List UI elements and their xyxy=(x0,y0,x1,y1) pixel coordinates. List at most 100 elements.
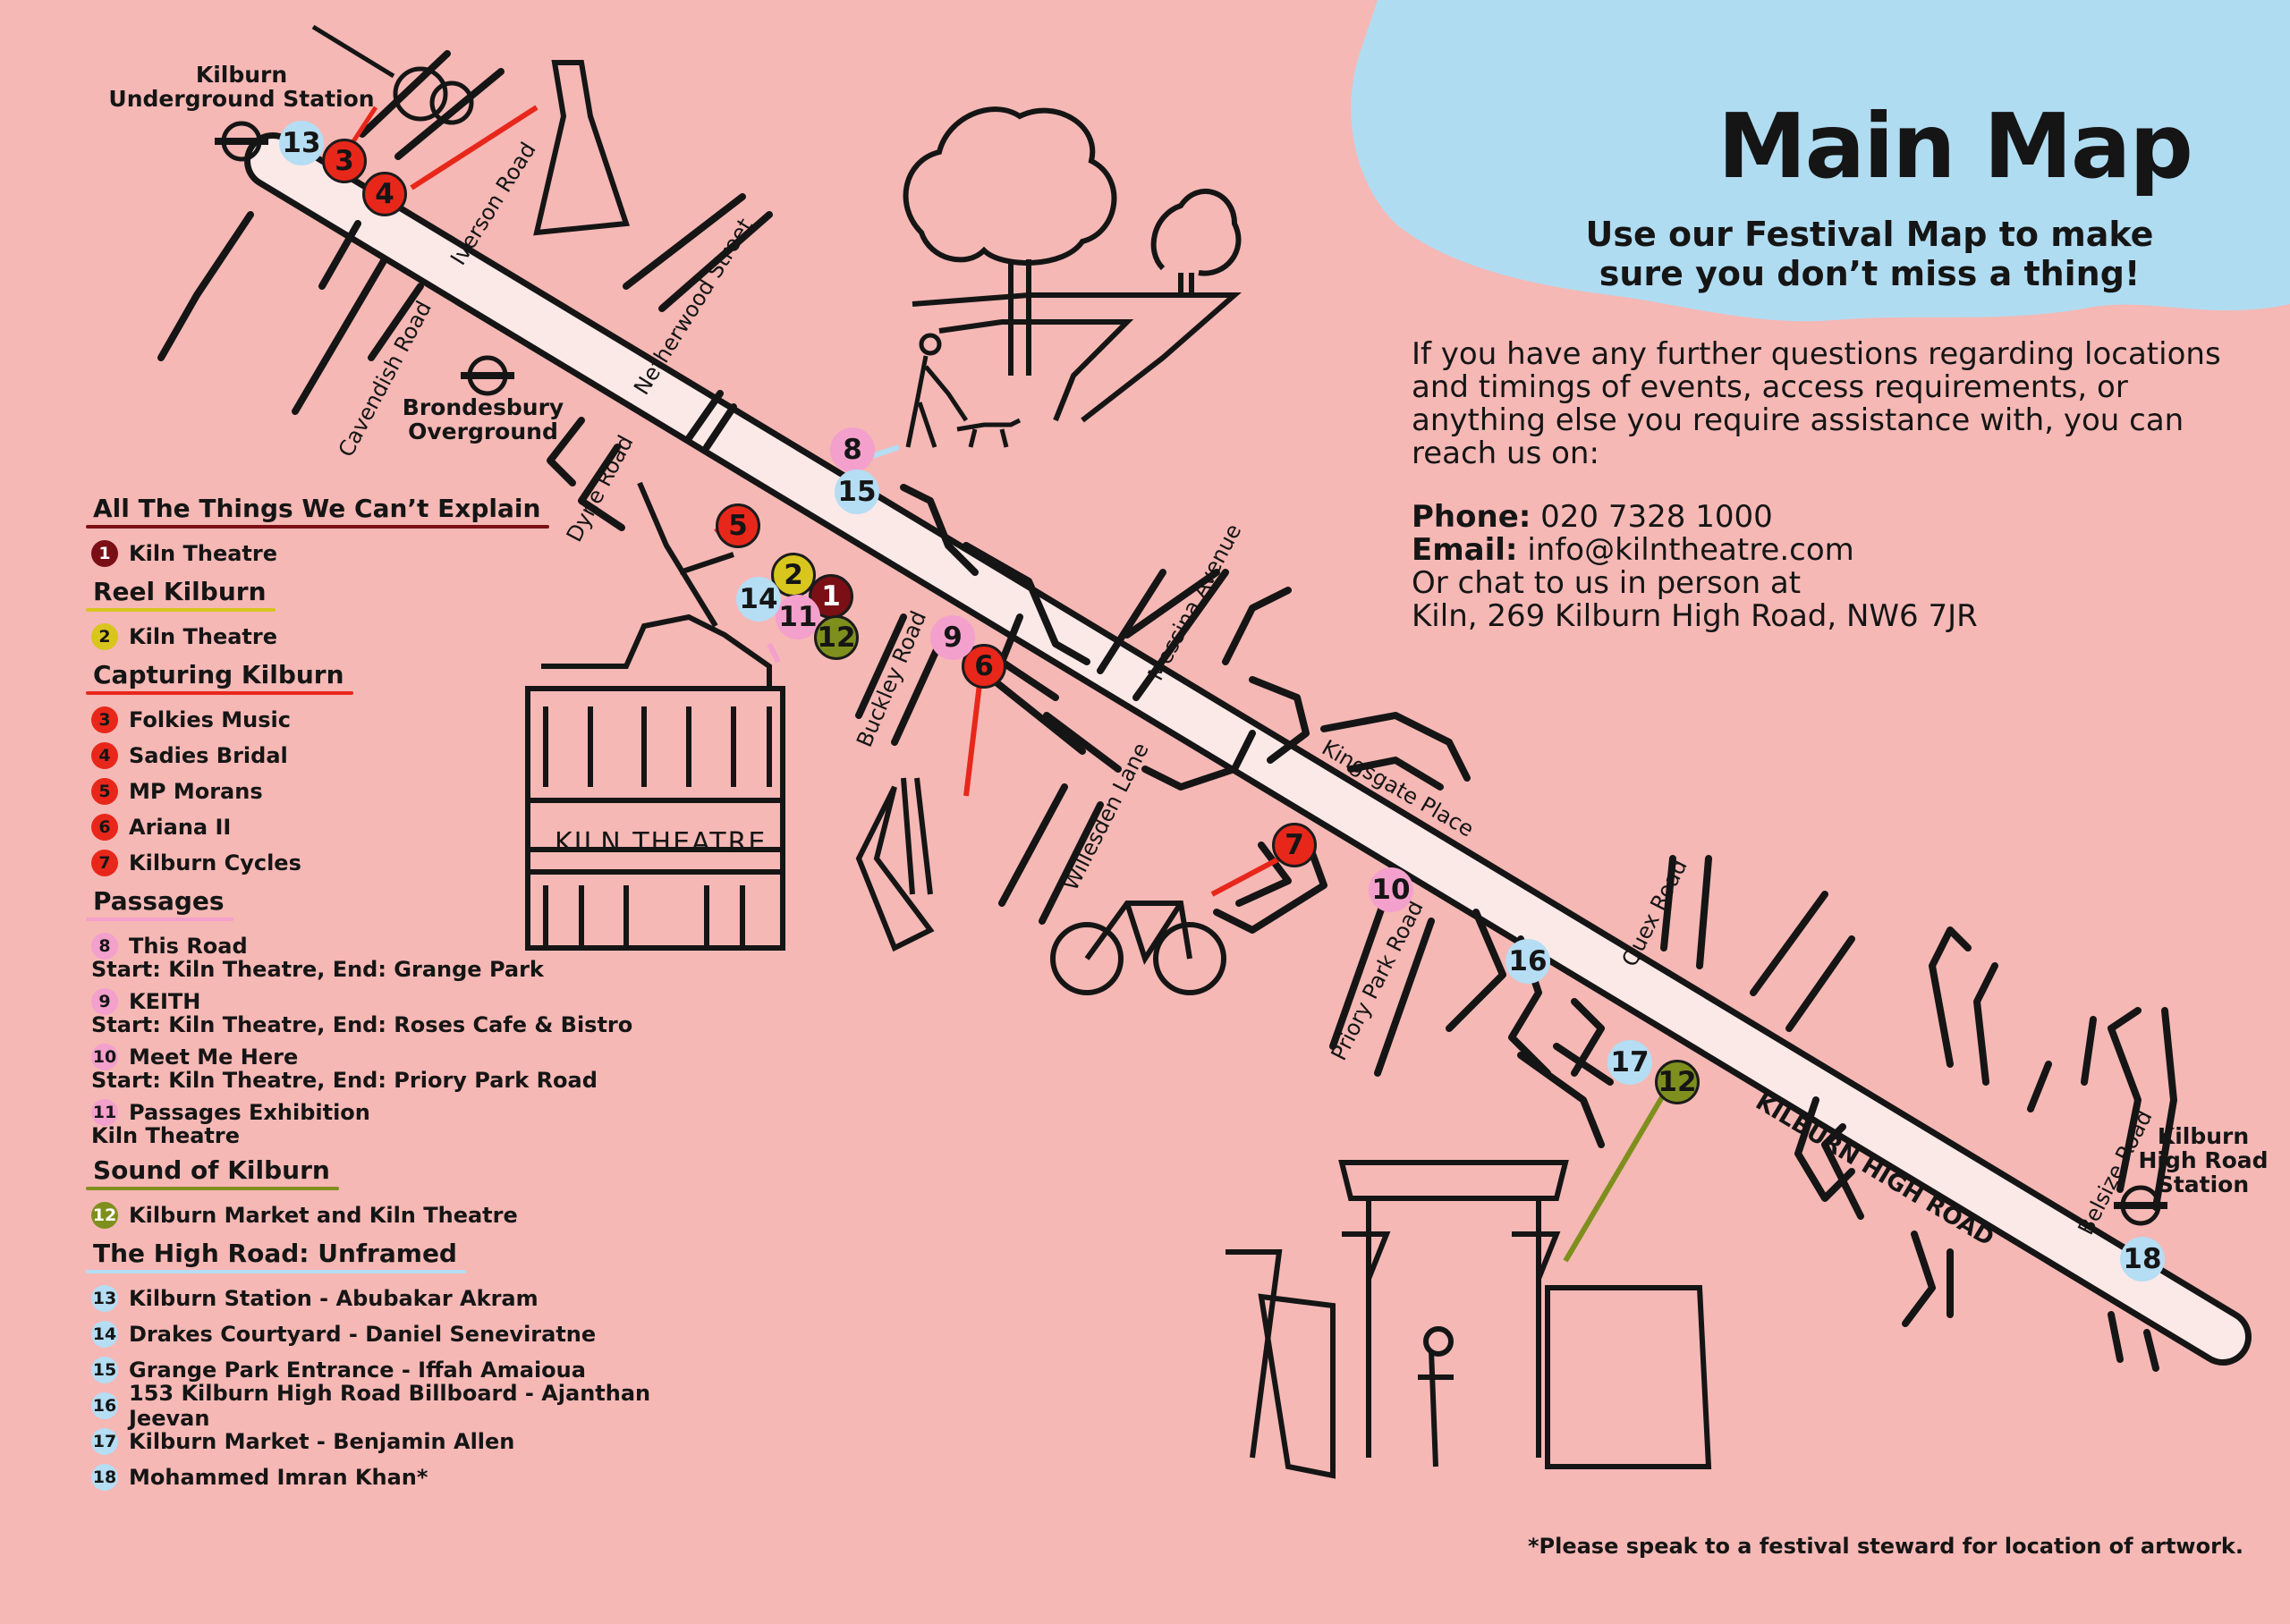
khr-station-label-line-1: Kilburn xyxy=(2157,1123,2250,1149)
map-marker-17[interactable]: 17 xyxy=(1607,1040,1652,1085)
legend-section-title: Passages xyxy=(86,886,233,921)
legend-section-title-text: Sound of Kilburn xyxy=(93,1155,330,1185)
legend-item-number: 1 xyxy=(91,540,118,567)
legend-item[interactable]: 11 Passages Exhibition xyxy=(91,1095,717,1130)
legend-item-label: Kilburn Market - Benjamin Allen xyxy=(129,1429,515,1454)
legend-item-label: Kilburn Market and Kiln Theatre xyxy=(129,1203,518,1228)
email-label: Email: xyxy=(1412,532,1518,568)
legend-item-label: Mohammed Imran Khan* xyxy=(129,1465,428,1490)
water-area xyxy=(1351,0,2290,322)
legend-item-label: KEITH xyxy=(129,989,201,1014)
subtitle-line-2: sure you don’t miss a thing! xyxy=(1599,254,2141,293)
email-address[interactable]: info@kilntheatre.com xyxy=(1527,532,1854,568)
map-marker-2[interactable]: 2 xyxy=(771,553,816,597)
legend-item-label: Folkies Music xyxy=(129,707,291,732)
dress-illustration xyxy=(410,60,631,236)
legend-item-label: Kilburn Cycles xyxy=(129,850,301,875)
legend-item[interactable]: 6 Ariana II xyxy=(91,809,717,845)
legend-item-number: 12 xyxy=(91,1202,118,1229)
map-marker-14[interactable]: 14 xyxy=(736,577,781,622)
kilburn-station-label-line-1: Kilburn xyxy=(195,62,288,88)
map-marker-18[interactable]: 18 xyxy=(2120,1237,2165,1281)
legend-section-title-text: Capturing Kilburn xyxy=(93,660,344,689)
footnote: *Please speak to a festival steward for … xyxy=(1527,1534,2243,1559)
map-marker-15[interactable]: 15 xyxy=(835,469,879,514)
legend-item-label: Passages Exhibition xyxy=(129,1100,370,1125)
legend-section-title: All The Things We Can’t Explain xyxy=(86,494,550,529)
event-legend: All The Things We Can’t Explain 1 Kiln The… xyxy=(86,494,717,1501)
legend-item-number: 5 xyxy=(91,778,118,805)
legend-section-underline xyxy=(86,608,276,612)
khr-station-label-line-2: High Road xyxy=(2138,1147,2269,1173)
legend-item-label: Ariana II xyxy=(129,815,232,840)
legend-section-title-text: The High Road: Unframed xyxy=(93,1239,457,1268)
legend-section-title-text: All The Things We Can’t Explain xyxy=(93,494,541,523)
legend-item-label: Kiln Theatre xyxy=(129,541,278,566)
legend-item-detail: Start: Kiln Theatre, End: Priory Park Ro… xyxy=(91,1068,598,1093)
legend-section-title: Capturing Kilburn xyxy=(86,660,353,695)
map-marker-3[interactable]: 3 xyxy=(322,139,367,183)
kilburn-high-road-station-label: Kilburn High Road Station xyxy=(2136,1124,2270,1197)
legend-item-label: MP Morans xyxy=(129,779,263,804)
legend-section-title-text: Reel Kilburn xyxy=(93,577,267,606)
kilburn-market-gate-illustration xyxy=(1226,1085,1712,1479)
legend-section-title: Sound of Kilburn xyxy=(86,1155,339,1190)
dog-walker-illustration xyxy=(905,333,1022,448)
legend-item[interactable]: 1 Kiln Theatre xyxy=(91,536,717,571)
map-marker-16[interactable]: 16 xyxy=(1505,939,1550,984)
map-marker-8[interactable]: 8 xyxy=(830,427,875,472)
venue-address: Kiln, 269 Kilburn High Road, NW6 7JR xyxy=(1412,598,1978,634)
map-marker-11[interactable]: 11 xyxy=(776,595,820,639)
legend-item-number: 2 xyxy=(91,623,118,650)
legend-item[interactable]: 4 Sadies Bridal xyxy=(91,738,717,774)
legend-item-label: Sadies Bridal xyxy=(129,743,288,768)
brondesbury-station-label: Brondesbury Overground xyxy=(385,395,581,444)
map-marker-12-kiln[interactable]: 12 xyxy=(814,615,859,660)
map-marker-7[interactable]: 7 xyxy=(1272,823,1317,867)
page-subtitle: Use our Festival Map to make sure you do… xyxy=(1556,215,2183,293)
legend-item-number: 4 xyxy=(91,742,118,769)
station-roundels xyxy=(215,121,2167,1226)
kilburn-station-label: Kilburn Underground Station xyxy=(107,63,376,111)
legend-item[interactable]: 5 MP Morans xyxy=(91,774,717,809)
legend-item-label: This Road xyxy=(129,934,248,959)
kilburn-station-label-line-2: Underground Station xyxy=(108,86,375,112)
legend-section-underline xyxy=(86,525,550,529)
legend-item[interactable]: 18 Mohammed Imran Khan* xyxy=(91,1459,717,1495)
map-marker-12-market[interactable]: 12 xyxy=(1655,1060,1700,1104)
legend-item-number: 16 xyxy=(91,1392,118,1419)
legend-item-number: 18 xyxy=(91,1464,118,1491)
map-marker-4[interactable]: 4 xyxy=(362,172,407,216)
chat-line: Or chat to us in person at xyxy=(1412,565,1802,601)
map-marker-13[interactable]: 13 xyxy=(279,121,324,165)
legend-item[interactable]: 8 This Road xyxy=(91,928,717,964)
map-marker-9[interactable]: 9 xyxy=(930,615,975,660)
map-marker-5[interactable]: 5 xyxy=(716,503,760,548)
legend-section-underline xyxy=(86,691,353,695)
legend-item-number: 11 xyxy=(91,1099,118,1126)
legend-item[interactable]: 12 Kilburn Market and Kiln Theatre xyxy=(91,1197,717,1233)
legend-item-number: 6 xyxy=(91,814,118,841)
map-marker-10[interactable]: 10 xyxy=(1369,867,1413,912)
bicycle-illustration xyxy=(1050,851,1290,995)
phone-number[interactable]: 020 7328 1000 xyxy=(1540,499,1773,535)
legend-item-number: 8 xyxy=(91,933,118,960)
legend-item-number: 13 xyxy=(91,1285,118,1312)
brondesbury-station-label-line-1: Brondesbury xyxy=(402,394,564,420)
